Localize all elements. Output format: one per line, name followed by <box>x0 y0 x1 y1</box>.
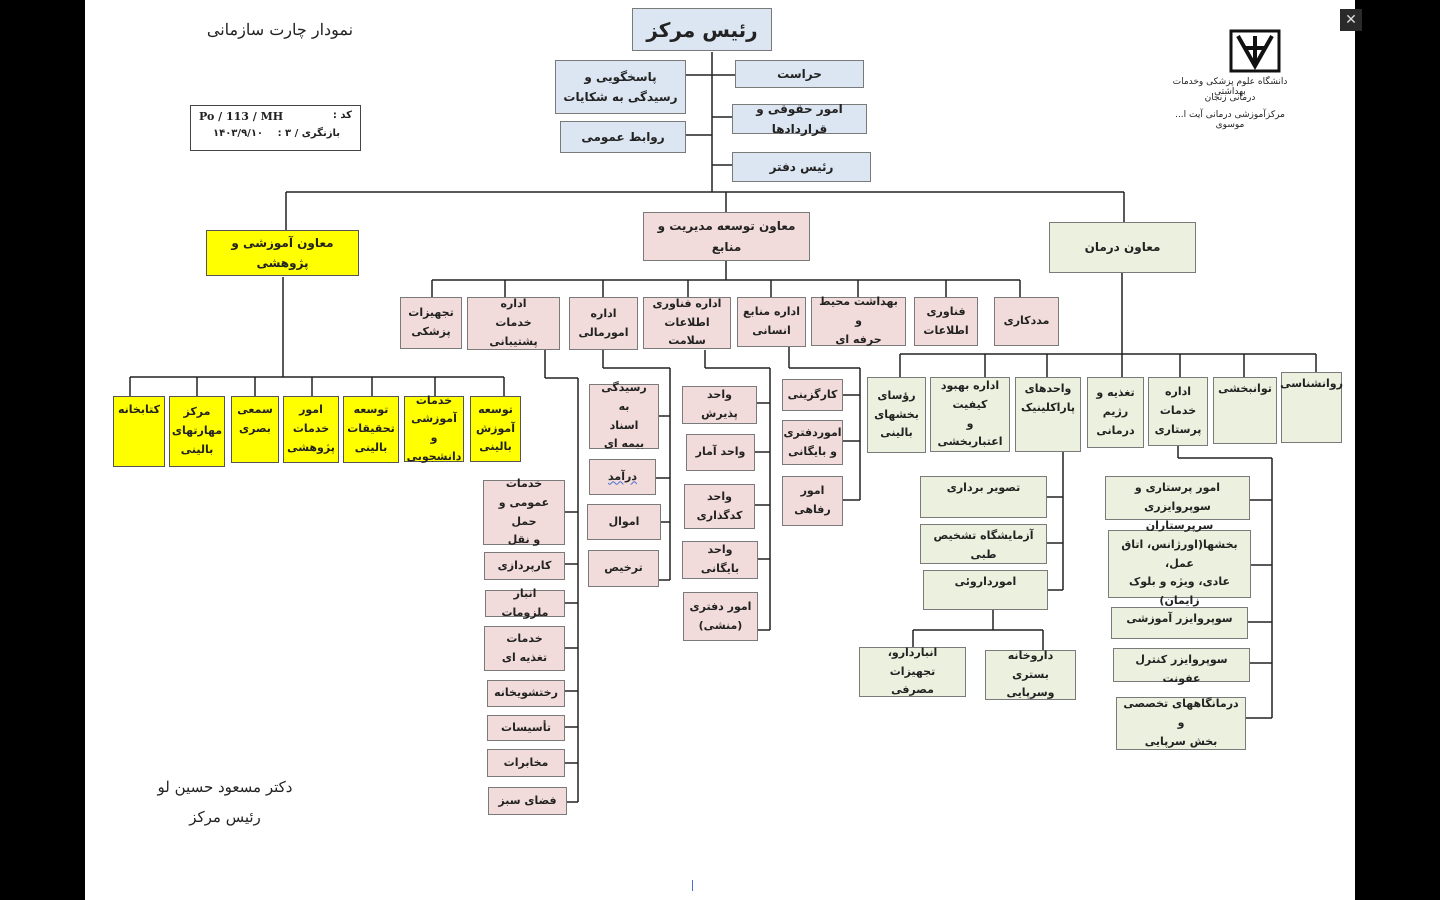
node-hit-archive: واحد بایگانی <box>682 541 758 579</box>
node-hit-statistics: واحد آمار <box>686 434 755 471</box>
node-support-green-space: فضای سبز <box>488 787 567 815</box>
close-icon[interactable]: ✕ <box>1340 9 1362 31</box>
node-edu-clinical-research: توسعه تحقیقات بالینی <box>343 396 399 463</box>
node-mgmt-health-it: اداره فناوری اطلاعات سلامت <box>643 297 731 349</box>
node-mgmt-hr: اداره منابع انسانی <box>737 297 806 347</box>
revision-date: ۱۴۰۳/۹/۱۰ <box>213 128 264 139</box>
node-para-pharmacy: امورداروئی <box>923 570 1048 610</box>
chart-title: نمودار چارت سازمانی <box>206 20 354 39</box>
node-support-procurement: کارپردازی <box>484 552 565 580</box>
node-treat-ward-heads: رؤسای بخشهای بالینی <box>867 377 926 453</box>
node-nursing-education-supervisor: سوپروایزر آموزشی <box>1111 607 1248 639</box>
node-support-food: خدمات تغذیه ای <box>484 626 565 671</box>
node-finance-discharge: ترخیص <box>588 550 659 587</box>
node-para-imaging: تصویر برداری <box>920 476 1047 518</box>
node-treat-nursing: اداره خدمات پرستاری <box>1148 377 1208 446</box>
node-deputy-education: معاون آموزشی و پژوهشی <box>206 230 359 276</box>
signature-title: رئیس مرکز <box>189 808 261 826</box>
node-nursing-affairs: امور پرستاری و سوپروایزری <box>1105 476 1250 520</box>
node-edu-skills-center: مرکز مهارتهای بالینی <box>169 396 225 467</box>
node-support-laundry: رختشویخانه <box>487 680 565 707</box>
node-para-lab: آزمایشگاه تشخیص طبی <box>920 524 1047 564</box>
node-nursing-head-nurses: سرپرستاران بخشها(اورژانس، اتاق عمل، عادی… <box>1108 519 1251 607</box>
node-deputy-management: معاون توسعه مدیریت و منابع <box>643 212 810 261</box>
node-finance-assets: اموال <box>587 504 661 540</box>
node-deputy-treatment: معاون درمان <box>1049 222 1196 273</box>
node-hr-selection: کارگزینی <box>782 379 843 411</box>
node-treat-rehabilitation: توانبخشی <box>1213 377 1277 444</box>
node-hit-admission: واحد پذیرش <box>682 386 757 424</box>
node-mgmt-social-work: مددکاری <box>994 297 1059 346</box>
revision-label: بازنگری / ۳ : <box>277 128 340 139</box>
node-head: رئیس مرکز <box>632 8 772 51</box>
node-pharmacy-outpatient: داروخانه بستری وسرپایی <box>985 649 1076 700</box>
node-mgmt-equipment: تجهیزات پزشکی <box>400 297 462 349</box>
node-mgmt-support: اداره خدمات پشتیبانی <box>467 297 560 350</box>
signature-name: دکتر مسعود حسین لو <box>157 778 293 796</box>
node-edu-library: کتابخانه <box>113 396 165 467</box>
node-pr: روابط عمومی <box>560 121 686 153</box>
node-nursing-clinics: درمانگاههای تخصصی و بخش سرپایی <box>1116 697 1246 750</box>
node-pharmacy-warehouse: انباردارو، تجهیزات مصرفی <box>859 646 966 697</box>
node-treat-nutrition: تغذیه و رژیم درمانی <box>1087 377 1144 448</box>
code-value: Po / 113 / MH <box>199 110 284 123</box>
text-cursor <box>692 880 693 891</box>
node-edu-research-services: امور خدمات پژوهشی <box>283 396 339 463</box>
node-support-telecom: مخابرات <box>487 749 565 777</box>
institution-line-2: درمانی زنجان <box>1204 93 1256 103</box>
code-label: کد : <box>332 110 352 121</box>
node-mgmt-it: فناوری اطلاعات <box>914 297 978 346</box>
node-support-store: انبار ملزومات <box>485 587 565 619</box>
node-hr-welfare: امور رفاهی <box>782 476 843 526</box>
node-edu-student-services: خدمات آموزشی و دانشجویی <box>404 394 464 463</box>
node-support-facilities: تأسیسات <box>487 715 565 741</box>
node-edu-audiovisual: سمعی بصری <box>231 396 279 463</box>
node-treat-paraclinic: واحدهای پاراکلینیک <box>1015 377 1081 452</box>
node-hit-coding: واحد کدگذاری <box>684 484 755 529</box>
node-legal: امور حقوقی و قراردادها <box>732 102 867 136</box>
node-edu-clinical-education: توسعه آموزش بالینی <box>470 396 521 462</box>
node-hr-clerical: اموردفتری و بایگانی <box>782 420 843 465</box>
node-finance-revenue: درآمد <box>589 459 656 495</box>
document-code-box: کد : Po / 113 / MH بازنگری / ۳ : ۱۴۰۳/۹/… <box>190 105 361 151</box>
node-treat-quality: اداره بهبود کیفیت و اعتباربخشی <box>930 377 1010 452</box>
node-nursing-infection-supervisor: سوپروایزر کنترل عفونت <box>1113 648 1250 685</box>
institution-line-3: مرکزآموزشی درمانی آیت ا... موسوی <box>1175 110 1285 130</box>
institution-line-1: دانشگاه علوم پزشکی وخدمات بهداشتی <box>1172 77 1288 97</box>
node-hit-secretary: امور دفتری (منشی) <box>683 592 758 641</box>
node-office-head: رئیس دفتر <box>732 152 871 182</box>
node-finance-insurance: رسیدگی به اسناد بیمه ای <box>589 381 659 450</box>
node-security: حراست <box>735 60 864 88</box>
node-treat-psychology: روانشناسی <box>1280 372 1343 443</box>
finance-revenue-label: درآمد <box>608 469 637 483</box>
node-mgmt-ohs: بهداشت محیط و حرفه ای <box>811 295 906 346</box>
university-logo <box>1229 29 1281 73</box>
node-support-general: خدمات عمومی و حمل و نقل <box>483 477 565 546</box>
node-mgmt-finance: اداره امورمالی <box>569 297 638 350</box>
node-complaints: پاسخگویی و رسیدگی به شکایات <box>555 60 686 114</box>
